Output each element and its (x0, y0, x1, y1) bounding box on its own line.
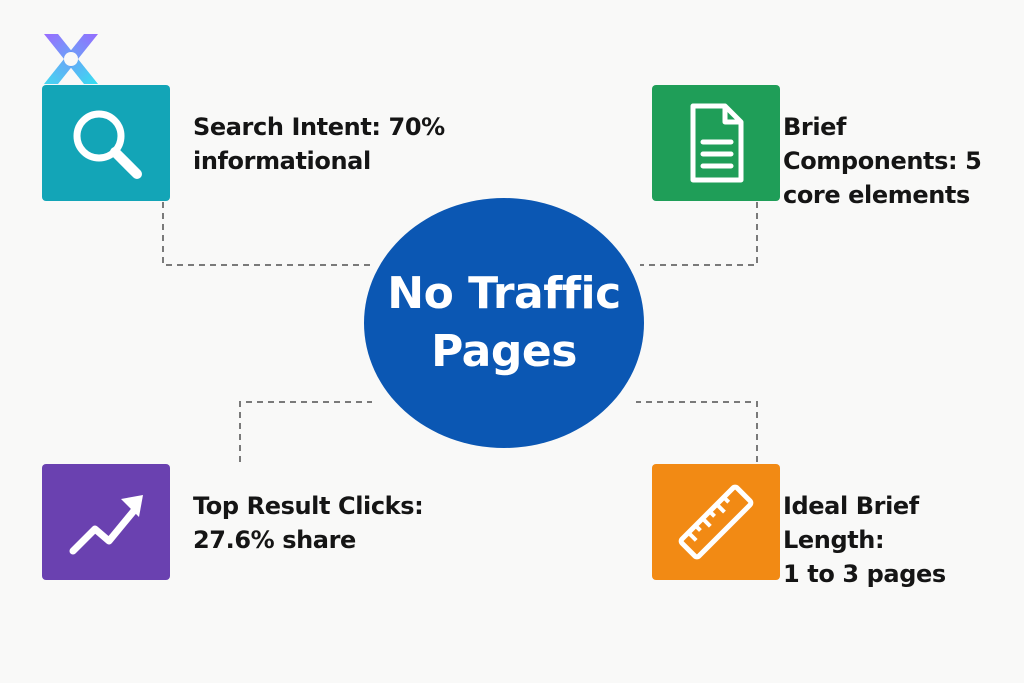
connector-search (162, 202, 370, 266)
hub-title: No Traffic Pages (384, 265, 624, 381)
hub-title-line1: No Traffic (387, 268, 621, 319)
connector-length (636, 401, 758, 462)
brief-components-tile (652, 85, 780, 201)
trend-up-icon (69, 495, 143, 555)
search-intent-label: Search Intent: 70% informational (193, 113, 445, 175)
brief-components-label: Brief Components: 5 core elements (783, 113, 982, 209)
connector-clicks (239, 401, 372, 462)
ideal-brief-length-label: Ideal Brief Length: 1 to 3 pages (783, 492, 946, 588)
top-result-clicks-label: Top Result Clicks: 27.6% share (193, 492, 424, 554)
ideal-brief-length-tile (652, 464, 780, 580)
hub-title-line2: Pages (431, 326, 577, 377)
magnifier-icon (73, 110, 142, 179)
connector-brief (640, 202, 758, 266)
search-intent-tile (42, 85, 170, 201)
document-icon (690, 103, 744, 183)
brand-logo (44, 34, 98, 84)
top-result-clicks-tile (42, 464, 170, 580)
hub-circle: No Traffic Pages (364, 198, 644, 448)
ruler-icon (678, 484, 754, 560)
